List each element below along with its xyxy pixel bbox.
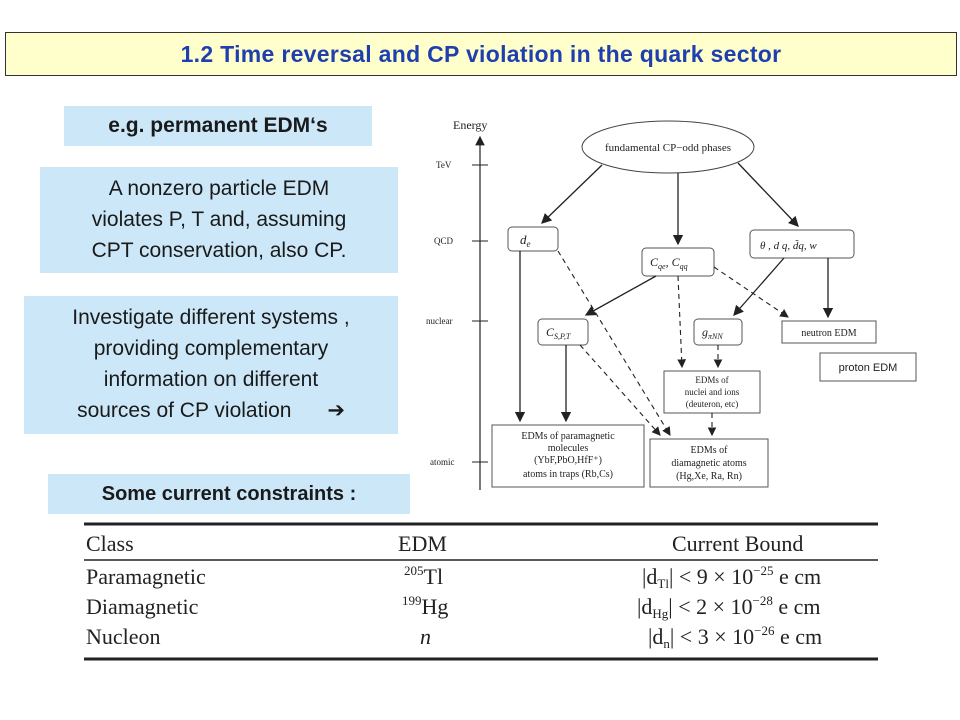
axis-label-atomic: atomic [430,457,455,467]
investigate-box: Investigate different systems , providin… [24,296,398,434]
edge-cspt-dia-dashed [579,344,661,436]
table-row-class: Diamagnetic [86,594,199,619]
edm-box-text: e.g. permanent EDM‘s [108,114,328,137]
nonzero-line: violates P, T and, assuming [91,208,347,231]
edge-cqe-cspt [584,275,657,316]
nonzero-line: CPT conservation, also CP. [91,239,347,262]
axis-label-energy: Energy [453,118,487,132]
paramagnetic-edm-line: (YbF,PbO,HfF⁺) [534,455,602,466]
nuclei-edm-line: nuclei and ions [685,387,740,397]
table-row-edm: 205Tl [404,563,443,589]
investigate-line: information on different [103,368,319,391]
de-label: de [520,232,531,249]
diamagnetic-edm-line: (Hg,Xe, Ra, Rn) [676,471,742,482]
cspt-label: CS,P,T [546,325,571,341]
constraints-box-text: Some current constraints : [101,483,357,505]
edge-top-theta [737,162,799,227]
table-row-edm: n [420,624,431,649]
axis-label-qcd: QCD [434,236,454,246]
table-row-edm: 199Hg [402,593,448,619]
diamagnetic-edm-node [649,438,769,488]
paramagnetic-edm-line: EDMs of paramagnetic [521,431,615,442]
table-row-bound: |dTl| < 9 × 10−25 e cm [642,563,821,591]
table-row-class: Paramagnetic [86,564,206,589]
cspt-node [537,318,589,346]
axis-label-nuclear: nuclear [426,316,452,326]
investigate-line: Investigate different systems , [72,306,350,329]
diamagnetic-edm-line: EDMs of [691,445,729,456]
edm-box: e.g. permanent EDM‘s [64,106,372,146]
table-header-class: Class [86,531,134,556]
paramagnetic-edm-line: molecules [548,443,589,454]
proton-edm-label: proton EDM [839,362,898,374]
theta-label: θ , d q, d̃q, w [760,239,817,252]
table-row-class: Nucleon [86,624,161,649]
fundamental-phases-label: fundamental CP−odd phases [605,142,731,154]
de-node [507,226,559,252]
nonzero-edm-box: A nonzero particle EDM violates P, T and… [40,167,398,273]
edge-theta-gpinn [733,257,785,316]
axis-label-tev: TeV [436,160,452,170]
table-header-bound: Current Bound [672,531,803,556]
table-header-edm: EDM [398,531,447,556]
gpinn-label: gπNN [702,325,723,341]
neutron-edm-node [781,320,877,344]
investigate-line: sources of CP violation ➔ [24,395,398,426]
table-row-bound: |dn| < 3 × 10−26 e cm [648,623,822,651]
constraints-box: Some current constraints : [48,474,410,514]
title-bar: 1.2 Time reversal and CP violation in th… [5,32,957,76]
investigate-line: providing complementary [93,337,329,360]
diamagnetic-edm-line: diamagnetic atoms [671,458,746,469]
page-title: 1.2 Time reversal and CP violation in th… [180,40,782,67]
proton-edm-node [819,352,917,382]
neutron-edm-label: neutron EDM [801,328,856,339]
nuclei-edm-line: (deuteron, etc) [686,399,738,409]
nuclei-edm-node [663,370,761,414]
paramagnetic-edm-node [491,424,645,488]
edge-cqe-neutron-dashed [713,266,789,318]
table-row-bound: |dHg| < 2 × 10−28 e cm [637,593,821,621]
cp-phases-diagram: Energy TeV QCD nuclear atomic fundamenta… [426,118,917,490]
cqe-label: Cqe, Cqq [650,255,688,271]
constraints-table: Class EDM Current Bound Paramagnetic 205… [84,522,878,661]
edge-cqe-nuclei-dashed [677,275,687,369]
paramagnetic-edm-line: atoms in traps (Rb,Cs) [523,469,613,480]
edge-top-de [541,164,603,224]
theta-node [749,229,855,259]
nuclei-edm-line: EDMs of [695,375,728,385]
nonzero-line: A nonzero particle EDM [108,177,330,200]
right-arrow-icon: ➔ [327,399,345,422]
investigate-line-text: sources of CP violation [77,399,292,422]
fundamental-phases-node [581,120,755,174]
